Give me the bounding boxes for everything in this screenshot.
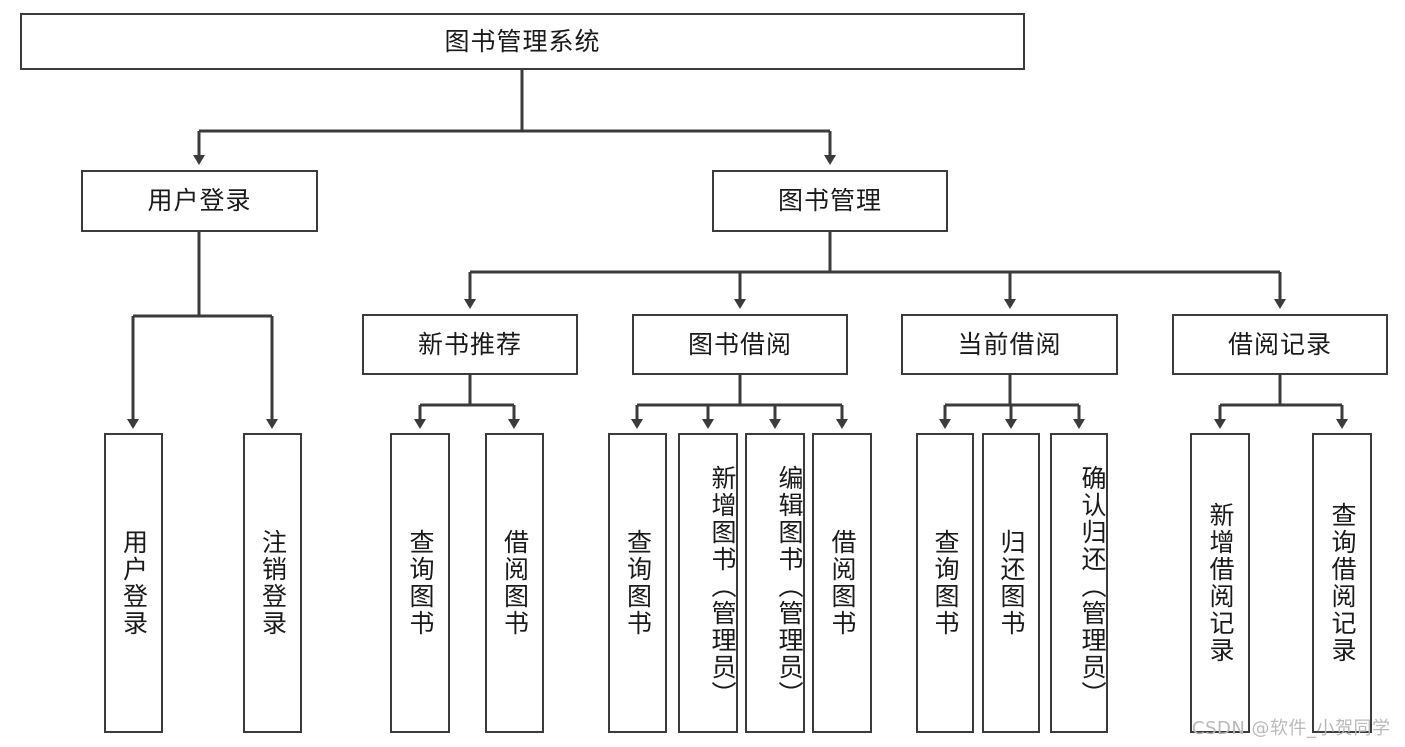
node-label: 查询图书 (406, 529, 435, 637)
node-label: 归还图书 (997, 529, 1026, 637)
node-label: 借阅记录 (1227, 329, 1332, 359)
node-label: 查询图书 (623, 529, 653, 637)
node-label: 编辑图书（管理员） (775, 464, 804, 708)
node-label: 图书管理系统 (444, 26, 601, 56)
node-add-borrow-record[interactable]: 新增借阅记录 (1190, 433, 1250, 733)
node-query-borrow-record[interactable]: 查询借阅记录 (1312, 433, 1372, 733)
node-label: 用户登录 (119, 529, 149, 637)
node-label: 确认归还（管理员） (1078, 464, 1107, 708)
node-label: 借阅图书 (828, 529, 857, 637)
node-label: 用户登录 (147, 186, 252, 216)
node-label: 图书借阅 (687, 329, 792, 359)
node-label: 借阅图书 (500, 529, 530, 637)
node-return-book[interactable]: 归还图书 (982, 433, 1040, 733)
node-borrow-book-2[interactable]: 借阅图书 (812, 433, 872, 733)
node-borrow-book-1[interactable]: 借阅图书 (485, 433, 544, 733)
node-new-book-recommend[interactable]: 新书推荐 (362, 314, 578, 375)
node-label: 查询借阅记录 (1328, 502, 1357, 664)
node-label: 新增借阅记录 (1206, 502, 1235, 664)
node-label: 查询图书 (931, 529, 960, 637)
node-book-borrow[interactable]: 图书借阅 (632, 314, 848, 375)
csdn-watermark: CSDN @软件_小贺同学 (1192, 718, 1391, 739)
node-user-logout-action[interactable]: 注销登录 (243, 433, 302, 733)
node-borrow-record[interactable]: 借阅记录 (1172, 314, 1388, 375)
node-label: 新增图书（管理员） (708, 464, 737, 708)
node-root-book-management-system[interactable]: 图书管理系统 (20, 13, 1025, 70)
node-label: 图书管理 (777, 186, 882, 216)
node-query-book-1[interactable]: 查询图书 (390, 433, 450, 733)
node-user-login-action[interactable]: 用户登录 (104, 433, 163, 733)
node-label: 注销登录 (258, 529, 288, 637)
node-query-book-3[interactable]: 查询图书 (916, 433, 974, 733)
node-user-login[interactable]: 用户登录 (81, 170, 318, 232)
node-add-book-admin[interactable]: 新增图书（管理员） (678, 433, 738, 733)
node-edit-book-admin[interactable]: 编辑图书（管理员） (745, 433, 805, 733)
node-label: 新书推荐 (417, 329, 522, 359)
node-current-borrow[interactable]: 当前借阅 (901, 314, 1118, 375)
node-label: 当前借阅 (957, 329, 1062, 359)
node-confirm-return-admin[interactable]: 确认归还（管理员） (1050, 433, 1108, 733)
node-query-book-2[interactable]: 查询图书 (608, 433, 667, 733)
node-book-management[interactable]: 图书管理 (712, 170, 948, 232)
